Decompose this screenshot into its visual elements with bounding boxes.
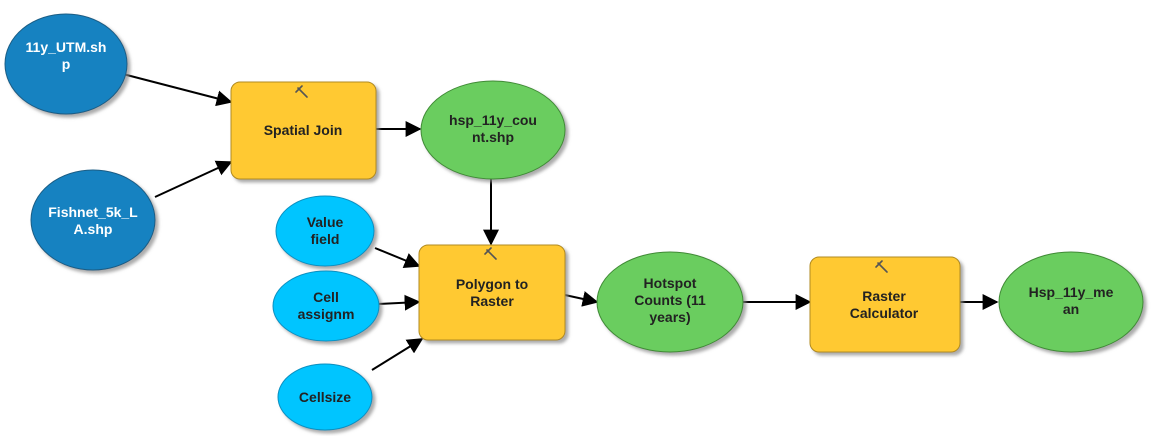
input-dataset-ellipse bbox=[30, 169, 156, 271]
node-label: field bbox=[311, 231, 340, 247]
derived-data-ellipse bbox=[596, 251, 744, 353]
node-label: nt.shp bbox=[472, 129, 514, 145]
connector-fishnet-to-spatial-join[interactable] bbox=[154, 160, 233, 198]
node-label: hsp_11y_cou bbox=[449, 112, 537, 128]
node-label: Value bbox=[307, 214, 344, 230]
node-label: Hsp_11y_me bbox=[1029, 284, 1114, 300]
node-label: years) bbox=[649, 309, 690, 325]
derived-data-ellipse bbox=[998, 251, 1144, 353]
connector-cellsize-to-polygon-to-raster[interactable] bbox=[371, 338, 424, 371]
connector-cell-assign-to-polygon-to-raster[interactable] bbox=[377, 294, 421, 311]
node-fishnet-shp[interactable]: Fishnet_5k_L A.shp bbox=[30, 169, 156, 271]
connector-value-field-to-polygon-to-raster[interactable] bbox=[374, 247, 421, 268]
node-label: Fishnet_5k_L bbox=[48, 204, 138, 220]
node-hsp-mean[interactable]: Hsp_11y_me an bbox=[998, 251, 1144, 353]
tool-box bbox=[809, 256, 961, 353]
tool-spatial-join[interactable]: Spatial Join bbox=[230, 81, 377, 180]
variable-ellipse bbox=[275, 195, 375, 267]
tool-box bbox=[418, 244, 566, 341]
connector-polygon-to-raster-to-hotspot[interactable] bbox=[564, 291, 599, 307]
hammer-icon bbox=[295, 85, 308, 98]
node-hotspot-counts[interactable]: Hotspot Counts (11 years) bbox=[596, 251, 744, 353]
node-label: an bbox=[1063, 301, 1079, 317]
hammer-icon bbox=[484, 247, 497, 260]
node-cell-assignment[interactable]: Cell assignm bbox=[272, 270, 380, 342]
node-label: Counts (11 bbox=[634, 292, 706, 308]
node-label: 11y_UTM.sh bbox=[26, 39, 107, 55]
node-cellsize[interactable]: Cellsize bbox=[277, 363, 373, 431]
node-label: Cellsize bbox=[299, 389, 351, 405]
node-label: assignm bbox=[298, 306, 355, 322]
node-label: A.shp bbox=[74, 221, 113, 237]
variable-ellipse bbox=[272, 270, 380, 342]
derived-data-ellipse bbox=[420, 80, 566, 180]
node-label: Raster bbox=[862, 288, 906, 304]
node-label: p bbox=[62, 56, 71, 72]
connectors bbox=[122, 73, 999, 371]
tool-box bbox=[230, 81, 377, 180]
node-label: Raster bbox=[470, 293, 514, 309]
connector-utm-to-spatial-join[interactable] bbox=[122, 73, 233, 107]
hammer-icon bbox=[875, 260, 888, 273]
variable-ellipse bbox=[277, 363, 373, 431]
input-dataset-ellipse bbox=[4, 13, 128, 115]
node-label: Cell bbox=[313, 289, 339, 305]
node-label: Polygon to bbox=[456, 276, 528, 292]
node-value-field[interactable]: Value field bbox=[275, 195, 375, 267]
node-hsp-count-shp[interactable]: hsp_11y_cou nt.shp bbox=[420, 80, 566, 180]
tool-raster-calculator[interactable]: Raster Calculator bbox=[809, 256, 961, 353]
node-label: Hotspot bbox=[644, 275, 697, 291]
node-label: Spatial Join bbox=[264, 122, 343, 138]
tool-polygon-to-raster[interactable]: Polygon to Raster bbox=[418, 244, 566, 341]
node-label: Calculator bbox=[850, 305, 919, 321]
node-utm-shp[interactable]: 11y_UTM.sh p bbox=[4, 13, 128, 115]
